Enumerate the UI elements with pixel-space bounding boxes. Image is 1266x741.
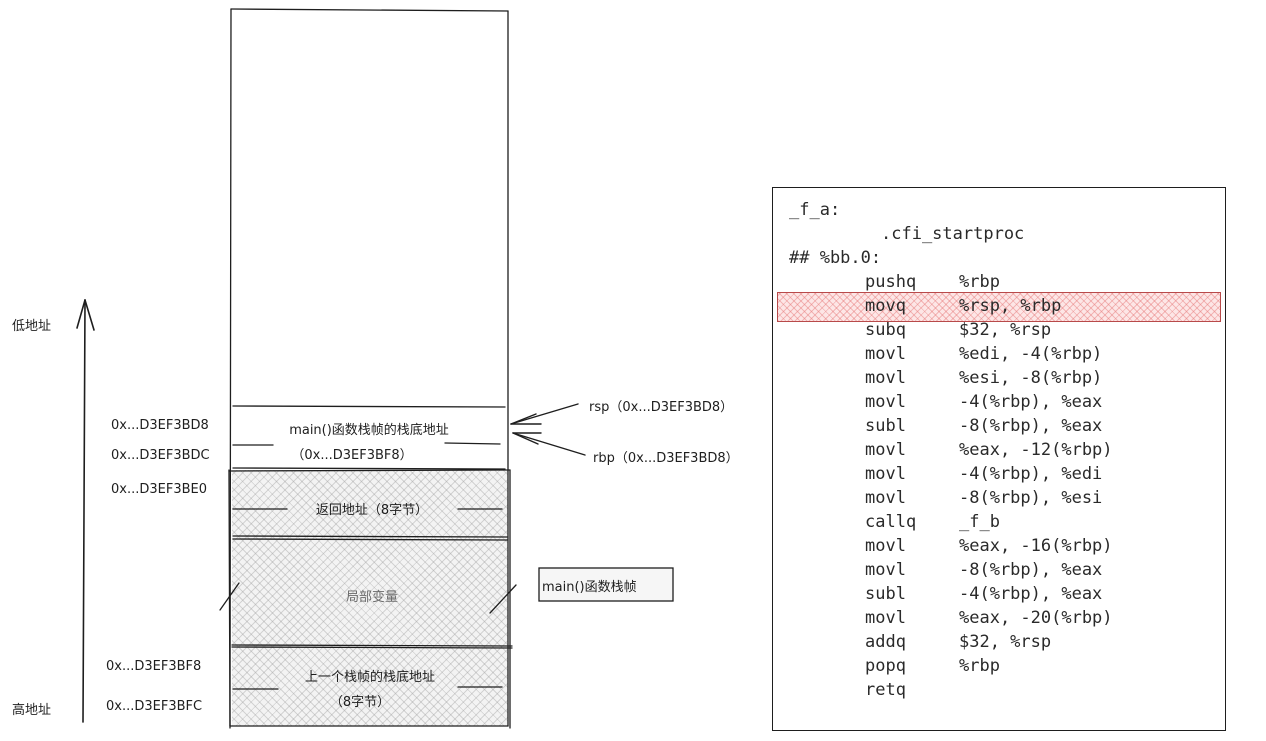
- address-axis-arrow: [76, 299, 95, 723]
- instruction-operands: $32, %rsp: [959, 320, 1052, 340]
- instruction-operands: %eax, -16(%rbp): [959, 536, 1113, 556]
- instruction-operands: -8(%rbp), %esi: [959, 488, 1103, 508]
- instruction-operands: _f_b: [959, 512, 1000, 532]
- instruction-mnemonic: popq: [865, 656, 906, 676]
- instruction-mnemonic: movl: [865, 392, 906, 412]
- instruction-operands: -4(%rbp), %eax: [959, 584, 1103, 604]
- instruction-operands: %rbp: [959, 272, 1000, 292]
- address-label: 0x...D3EF3BF8: [106, 659, 202, 674]
- main-frame-hatch: [232, 470, 508, 726]
- instruction-mnemonic: movl: [865, 464, 906, 484]
- high-address-label: 高地址: [12, 703, 52, 718]
- low-address-label: 低地址: [12, 319, 52, 334]
- frame-tag-label: main()函数栈帧: [542, 580, 637, 595]
- instruction-operands: %rbp: [959, 656, 1000, 676]
- instruction-operands: -8(%rbp), %eax: [959, 416, 1103, 436]
- instruction-mnemonic: movl: [865, 488, 906, 508]
- address-label: 0x...D3EF3BFC: [106, 699, 203, 714]
- pointer-arrows: [510, 403, 586, 456]
- assembly-code-panel: _f_a: .cfi_startproc ## %bb.0: pushq %rbp…: [772, 187, 1226, 731]
- instruction-operands: %rsp, %rbp: [959, 296, 1062, 316]
- instruction-operands: %eax, -20(%rbp): [959, 608, 1113, 628]
- stack-outline: [219, 8, 517, 729]
- main-base-address-text: main()函数栈帧的栈底地址: [289, 423, 449, 438]
- instruction-mnemonic: movl: [865, 368, 906, 388]
- instruction-mnemonic: movl: [865, 560, 906, 580]
- prev-frame-size-text: （8字节）: [329, 695, 391, 710]
- instruction-mnemonic: subq: [865, 320, 906, 340]
- prev-frame-base-text: 上一个栈帧的栈底地址: [304, 670, 436, 685]
- instruction-operands: %esi, -8(%rbp): [959, 368, 1103, 388]
- instruction-operands: %edi, -4(%rbp): [959, 344, 1103, 364]
- address-label: 0x...D3EF3BDC: [111, 448, 210, 463]
- cfi-directive: .cfi_startproc: [881, 224, 1025, 244]
- instruction-mnemonic: addq: [865, 632, 906, 652]
- address-label: 0x...D3EF3BD8: [111, 418, 209, 433]
- local-variables-text: 局部变量: [345, 590, 399, 605]
- instruction-mnemonic: callq: [865, 512, 917, 532]
- frame-tag-box: [538, 567, 674, 602]
- instruction-mnemonic: subl: [865, 416, 906, 436]
- instruction-mnemonic: movl: [865, 608, 906, 628]
- instruction-mnemonic: movl: [865, 440, 906, 460]
- instruction-mnemonic: movl: [865, 536, 906, 556]
- return-address-text: 返回地址（8字节）: [315, 503, 429, 518]
- instruction-operands: -8(%rbp), %eax: [959, 560, 1103, 580]
- instruction-operands: %eax, -12(%rbp): [959, 440, 1113, 460]
- instruction-mnemonic: subl: [865, 584, 906, 604]
- instruction-operands: -4(%rbp), %edi: [959, 464, 1103, 484]
- instruction-mnemonic: movq: [865, 296, 906, 316]
- instruction-operands: $32, %rsp: [959, 632, 1052, 652]
- address-label: 0x...D3EF3BE0: [111, 482, 208, 497]
- block-label: ## %bb.0:: [789, 248, 882, 268]
- main-base-address-value: （0x...D3EF3BF8）: [291, 448, 413, 463]
- instruction-mnemonic: pushq: [865, 272, 917, 292]
- instruction-mnemonic: retq: [865, 680, 906, 700]
- rbp-label: rbp（0x...D3EF3BD8）: [593, 451, 739, 466]
- instruction-operands: -4(%rbp), %eax: [959, 392, 1103, 412]
- instruction-mnemonic: movl: [865, 344, 906, 364]
- highlighted-instruction: [777, 292, 1221, 322]
- rsp-label: rsp（0x...D3EF3BD8）: [589, 400, 734, 415]
- function-label: _f_a:: [789, 200, 841, 220]
